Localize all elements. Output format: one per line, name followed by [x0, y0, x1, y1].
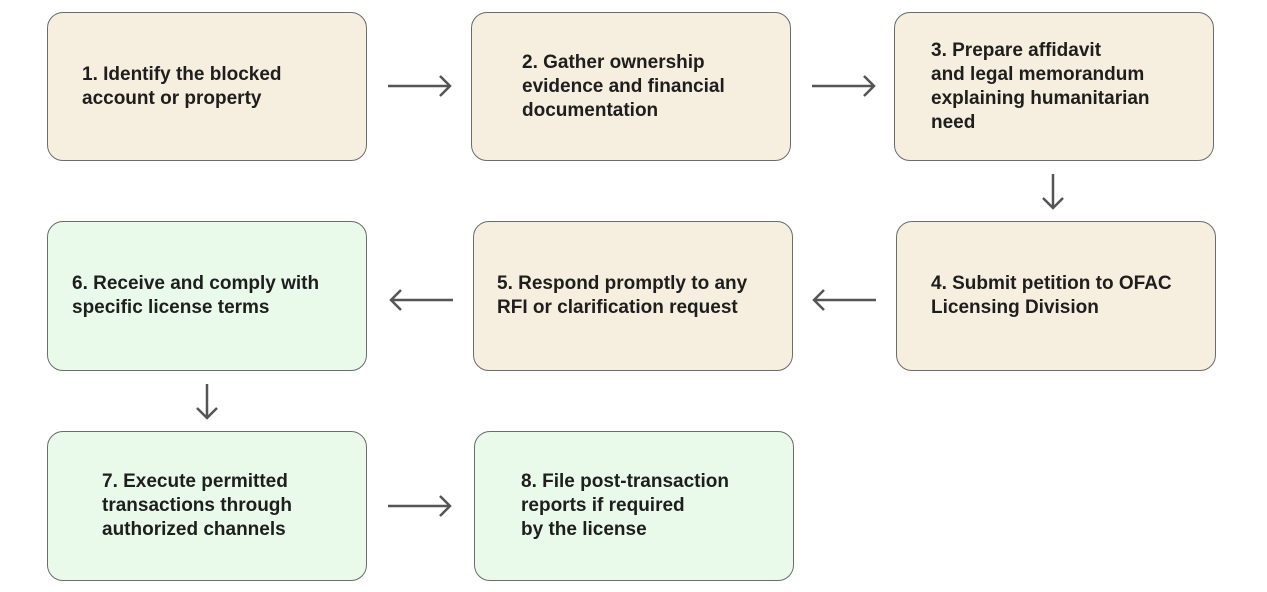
step-3-prepare-affidavit: 3. Prepare affidavit and legal memorandu… — [894, 12, 1214, 161]
step-8-file-reports: 8. File post-transaction reports if requ… — [474, 431, 794, 581]
step-8-label: 8. File post-transaction reports if requ… — [521, 471, 729, 540]
step-1-label: 1. Identify the blocked account or prope… — [82, 63, 282, 109]
step-6-receive-license: 6. Receive and comply with specific lice… — [47, 221, 367, 371]
step-4-label: 4. Submit petition to OFAC Licensing Div… — [931, 273, 1172, 318]
arrow-right-icon — [386, 494, 454, 518]
step-7-label: 7. Execute permitted transactions throug… — [102, 471, 293, 540]
step-5-label: 5. Respond promptly to any RFI or clarif… — [497, 273, 748, 318]
step-1-identify-blocked-account: 1. Identify the blocked account or prope… — [47, 12, 367, 161]
arrow-left-icon — [810, 288, 878, 312]
step-3-label: 3. Prepare affidavit and legal memorandu… — [931, 39, 1150, 133]
arrow-left-icon — [387, 288, 455, 312]
step-5-respond-rfi: 5. Respond promptly to any RFI or clarif… — [473, 221, 793, 371]
arrow-right-icon — [386, 74, 454, 98]
step-2-gather-evidence: 2. Gather ownership evidence and financi… — [471, 12, 791, 161]
step-7-execute-transactions: 7. Execute permitted transactions throug… — [47, 431, 367, 581]
step-4-submit-petition: 4. Submit petition to OFAC Licensing Div… — [896, 221, 1216, 371]
arrow-down-icon — [1041, 172, 1065, 212]
step-2-label: 2. Gather ownership evidence and financi… — [522, 51, 725, 121]
arrow-down-icon — [195, 382, 219, 422]
arrow-right-icon — [810, 74, 878, 98]
step-6-label: 6. Receive and comply with specific lice… — [72, 273, 320, 318]
